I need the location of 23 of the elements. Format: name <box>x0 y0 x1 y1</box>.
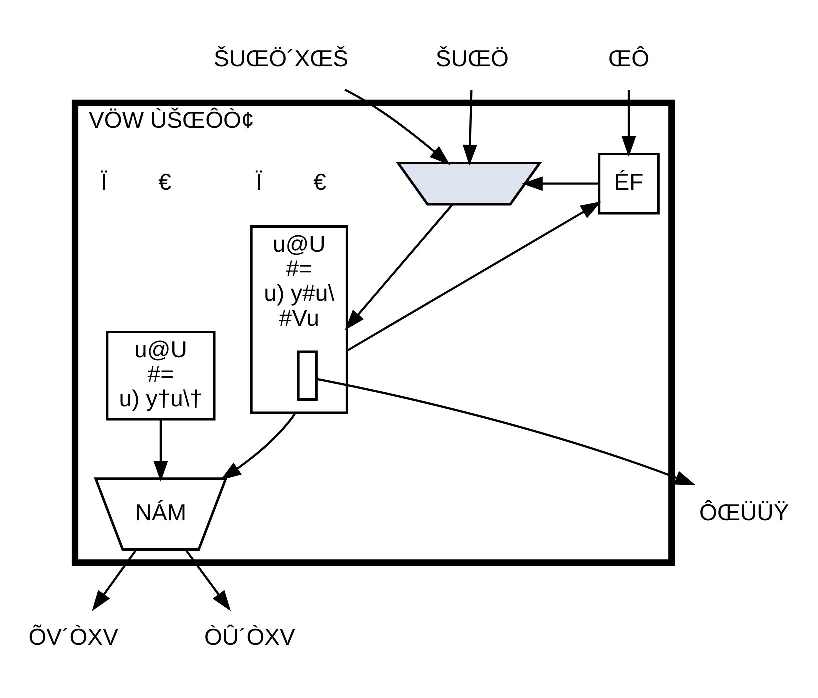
arrow <box>344 88 450 165</box>
arrow <box>92 549 138 611</box>
arrow <box>346 201 602 352</box>
node-box <box>297 350 318 400</box>
node-box: ÉF <box>598 152 660 214</box>
arrow <box>316 378 696 486</box>
node-label: Ï € <box>256 168 326 194</box>
node-box: u@U #= u) y†u\† <box>106 330 216 420</box>
arrow <box>522 176 600 191</box>
node-label: Ï € <box>100 168 172 194</box>
arrow <box>220 412 296 480</box>
node-text: ÕV´ÒXV <box>28 623 118 650</box>
node-text: ŠUŒÖ´XŒŠ <box>214 44 349 71</box>
node-text: ÒÛ´ÒXV <box>204 623 296 650</box>
node-text: ŠUŒÖ <box>436 44 509 71</box>
arrow <box>622 90 636 157</box>
arrow <box>185 549 232 611</box>
arrow <box>462 90 478 166</box>
cluster: u@U #= u) y#u\ #Vu <box>250 224 348 414</box>
arrow <box>345 204 454 330</box>
node-text: ÔŒÜÜŸ <box>700 498 790 525</box>
node-text: ŒÔ <box>608 44 650 71</box>
arrow <box>154 420 168 482</box>
